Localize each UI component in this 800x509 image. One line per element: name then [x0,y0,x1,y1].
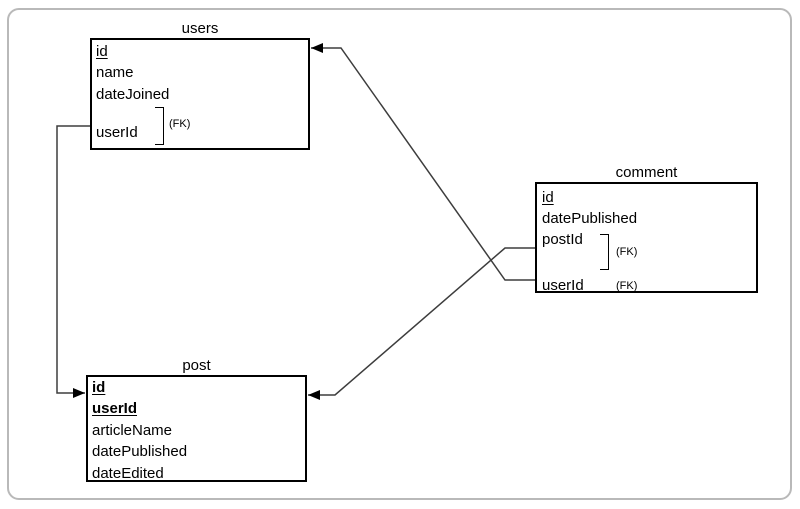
fk-bracket-icon [155,107,164,145]
field-post-userid: userId [92,400,138,417]
fk-label-comment-userid: (FK) [616,280,638,292]
field-users-name: name [96,64,134,81]
connector-comment-userid-to-users [311,43,535,281]
field-users-userid: userId [96,124,138,141]
fk-bracket-icon [600,234,609,270]
connector-comment-postid-to-post [308,247,535,400]
diagram-outer-border [7,8,792,500]
field-comment-postid: postId [542,231,583,248]
entity-comment: comment id datePublished postId (FK) use… [535,164,758,294]
field-comment-datepublished: datePublished [542,210,638,227]
field-comment-id: id [542,189,554,206]
fk-label-comment-postid: (FK) [616,246,638,258]
connector-users-userid-to-post [56,125,90,398]
entity-post: post id userId articleName datePublished… [86,357,307,482]
entity-comment-title: comment [615,164,678,181]
field-post-dateedited: dateEdited [92,465,164,482]
field-users-datejoined: dateJoined [96,86,170,103]
entity-users-title: users [181,20,219,37]
field-post-id: id [92,379,106,396]
field-users-id: id [96,43,108,60]
entity-post-title: post [182,357,211,374]
fk-label-users-userid: (FK) [169,118,191,130]
entity-users: users id name dateJoined userId (FK) [90,20,310,150]
field-post-datepublished: datePublished [92,443,188,460]
field-comment-userid: userId [542,277,584,294]
field-post-articlename: articleName [92,422,173,439]
